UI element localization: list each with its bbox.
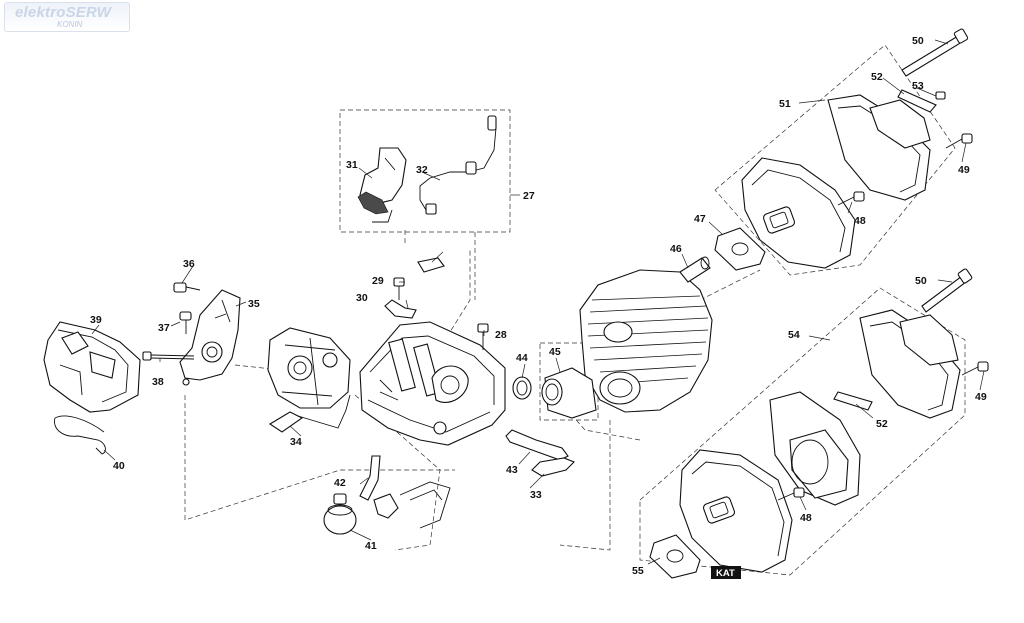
part-37-screw (179, 311, 192, 334)
callout-44: 44 (516, 352, 528, 364)
callout-49-upper: 49 (958, 164, 970, 176)
part-32-cable (419, 115, 497, 215)
callout-34: 34 (290, 436, 302, 448)
callout-55: 55 (632, 565, 644, 577)
part-47-gasket (714, 227, 766, 271)
muffler-upper-body (741, 157, 856, 269)
part-57-pad (417, 257, 445, 273)
callout-30: 30 (356, 292, 368, 304)
callout-32: 32 (416, 164, 428, 176)
watermark-title: elektroSERW (15, 4, 112, 21)
watermark-subtitle: KONIN (57, 20, 83, 29)
callout-33: 33 (530, 489, 542, 501)
callout-52-upper: 52 (871, 71, 883, 83)
watermark-logo: elektroSERW KONIN (4, 2, 130, 32)
part-30-clip (384, 299, 417, 319)
part-52-upper-plate (897, 89, 937, 113)
callout-47: 47 (694, 213, 706, 225)
part-52-lower-plate (833, 391, 873, 411)
part-33-hose (531, 457, 575, 477)
muffler-lower-catalyst (769, 391, 861, 506)
callout-48-lower: 48 (800, 512, 812, 524)
tank-housing (359, 321, 506, 446)
part-42-fuel-hose (359, 455, 381, 501)
part-55-gasket (649, 534, 701, 579)
callout-53: 53 (912, 80, 924, 92)
callout-50-lower: 50 (915, 275, 927, 287)
muffler-upper-cover (827, 94, 931, 201)
part-44-ring (512, 376, 532, 400)
callout-39: 39 (90, 314, 102, 326)
callout-45: 45 (549, 346, 561, 358)
callout-46: 46 (670, 243, 682, 255)
callout-42: 42 (334, 477, 346, 489)
callout-43: 43 (506, 464, 518, 476)
callout-49-lower: 49 (975, 391, 987, 403)
part-43-hose (505, 429, 569, 461)
leader-lines (91, 39, 985, 565)
part-40-wire-clip (54, 415, 106, 455)
callout-38: 38 (152, 376, 164, 388)
callout-labels: 27 28 29 30 31 32 33 34 35 36 37 38 39 4… (90, 35, 987, 577)
assembly-group-27 (339, 109, 520, 233)
callout-54: 54 (788, 329, 800, 341)
assembly-group-51 (714, 44, 956, 276)
callout-31: 31 (346, 159, 358, 171)
callout-27: 27 (523, 190, 535, 202)
part-36-screw (173, 282, 201, 293)
callout-29: 29 (372, 275, 384, 287)
part-39-filter-cover (43, 321, 141, 413)
part-50-lower-bolt (921, 268, 973, 313)
part-34-throttle-rod (268, 394, 351, 433)
muffler-lower-cover (859, 309, 961, 419)
part-49-lower-screw (961, 361, 989, 376)
carburetor (267, 327, 351, 409)
part-31-trigger (357, 147, 407, 223)
part-46-sleeve (679, 256, 711, 283)
callout-28: 28 (495, 329, 507, 341)
kat-label-text: KAT (716, 568, 735, 579)
callout-37: 37 (158, 322, 170, 334)
part-29-screw (393, 277, 405, 300)
callout-41: 41 (365, 540, 377, 552)
part-48-upper-screw (837, 191, 865, 206)
cylinder (579, 269, 713, 413)
kat-label: KAT (711, 566, 741, 579)
assembly-group-45 (539, 342, 599, 421)
assembly-guide-lines (184, 230, 761, 551)
muffler-lower-body (679, 449, 793, 573)
part-28-screw (477, 323, 489, 350)
part-49-upper-screw (945, 133, 973, 149)
assembly-group-54 (639, 287, 966, 576)
part-48-lower-screw (777, 487, 805, 501)
callout-50-upper: 50 (912, 35, 924, 47)
callout-36: 36 (183, 258, 195, 270)
callout-48-upper: 48 (854, 215, 866, 227)
part-53-small-screw (935, 91, 946, 100)
part-38-long-screw (142, 351, 195, 361)
part-41-fuel-filter (323, 481, 451, 535)
callout-35: 35 (248, 298, 260, 310)
part-50-upper-bolt (901, 28, 969, 77)
callout-52-lower: 52 (876, 418, 888, 430)
callout-40: 40 (113, 460, 125, 472)
callout-51: 51 (779, 98, 791, 110)
part-45-intake-manifold (541, 367, 597, 419)
part-35-carburetor-housing (179, 289, 241, 386)
